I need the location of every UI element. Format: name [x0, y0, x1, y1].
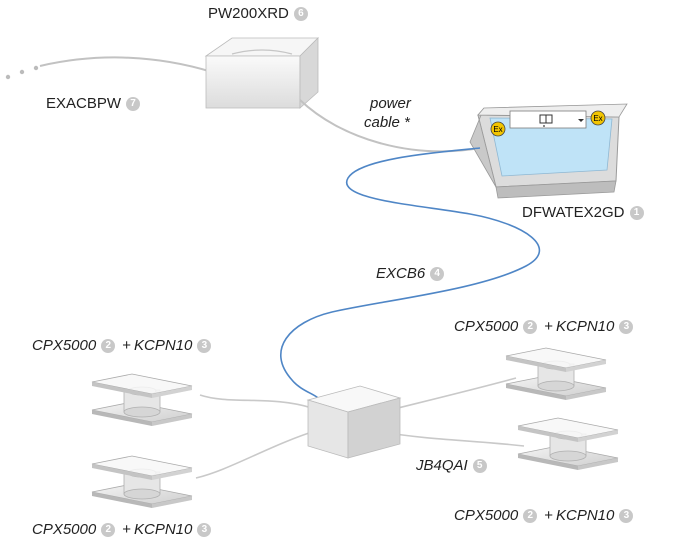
junction-box-code: JB4QAI [416, 457, 468, 474]
plus-sign: + [122, 521, 131, 538]
svg-text:Ex: Ex [493, 125, 502, 134]
load-cell-number-badge: 2 [523, 319, 538, 334]
mains-cable-code: EXACBPW [46, 95, 122, 112]
indicator-code: DFWATEX2GD [522, 204, 625, 221]
plus-sign: + [122, 337, 131, 354]
mounting-kit-code: KCPN10 [133, 521, 193, 538]
mains-dot [5, 74, 11, 80]
plus-sign: + [544, 507, 553, 524]
load-cell-unit [91, 455, 193, 509]
load-cell-label-bottom-left: CPX5000 2 + KCPN10 3 [32, 522, 215, 537]
load-cell-unit [505, 347, 607, 401]
load-cell-label-top-left: CPX5000 2 + KCPN10 3 [32, 338, 215, 353]
mains-dot [19, 69, 25, 75]
load-cell-label-top-right: CPX5000 2 + KCPN10 3 [454, 319, 637, 334]
load-cell-code: CPX5000 [454, 507, 519, 524]
load-cell-code: CPX5000 [32, 521, 97, 538]
load-cell-code: CPX5000 [32, 337, 97, 354]
mounting-kit-code: KCPN10 [555, 507, 615, 524]
indicator-number-badge: 1 [629, 205, 644, 220]
cell-cable-line [381, 377, 517, 413]
load-cell-unit [517, 417, 619, 471]
mounting-kit-number-badge: 3 [619, 319, 634, 334]
connection-cable-label: EXCB6 4 [376, 266, 448, 281]
connection-cable-code: EXCB6 [376, 265, 426, 282]
junction-box-label: JB4QAI 5 [416, 458, 491, 473]
junction-box-number-badge: 5 [472, 458, 487, 473]
load-cell-number-badge: 2 [523, 508, 538, 523]
indicator-label: DFWATEX2GD 1 [522, 205, 648, 220]
power-supply-number-badge: 6 [293, 6, 308, 21]
load-cell-code: CPX5000 [454, 318, 519, 335]
connection-cable-number-badge: 4 [430, 266, 445, 281]
power-cable-text-1: power [370, 95, 411, 112]
mains-cable-label: EXACBPW 7 [46, 96, 144, 111]
mounting-kit-code: KCPN10 [555, 318, 615, 335]
cell-cable-line [381, 431, 525, 447]
power-supply-box [204, 37, 319, 109]
cell-cable-line [199, 394, 313, 409]
svg-text:Ex: Ex [593, 114, 602, 123]
load-cell-unit [91, 373, 193, 427]
mounting-kit-code: KCPN10 [133, 337, 193, 354]
power-supply-label: PW200XRD 6 [208, 6, 312, 21]
mounting-kit-number-badge: 3 [619, 508, 634, 523]
mounting-kit-number-badge: 3 [197, 338, 212, 353]
load-cell-number-badge: 2 [101, 338, 116, 353]
mains-cable-number-badge: 7 [126, 96, 141, 111]
junction-box [306, 385, 402, 459]
mounting-kit-number-badge: 3 [197, 522, 212, 537]
excb6-cable-line [280, 147, 541, 399]
indicator-device: Ex Ex [469, 103, 628, 199]
power-supply-code: PW200XRD [208, 5, 289, 22]
power-cable-label-line2: cable * [364, 115, 410, 130]
load-cell-number-badge: 2 [101, 522, 116, 537]
mains-cable-line [39, 56, 213, 73]
cell-cable-line [195, 429, 319, 479]
load-cell-label-bottom-right: CPX5000 2 + KCPN10 3 [454, 508, 637, 523]
mains-dot [33, 65, 39, 71]
power-cable-text-2: cable * [364, 114, 410, 131]
plus-sign: + [544, 318, 553, 335]
power-cable-label-line1: power [370, 96, 411, 111]
